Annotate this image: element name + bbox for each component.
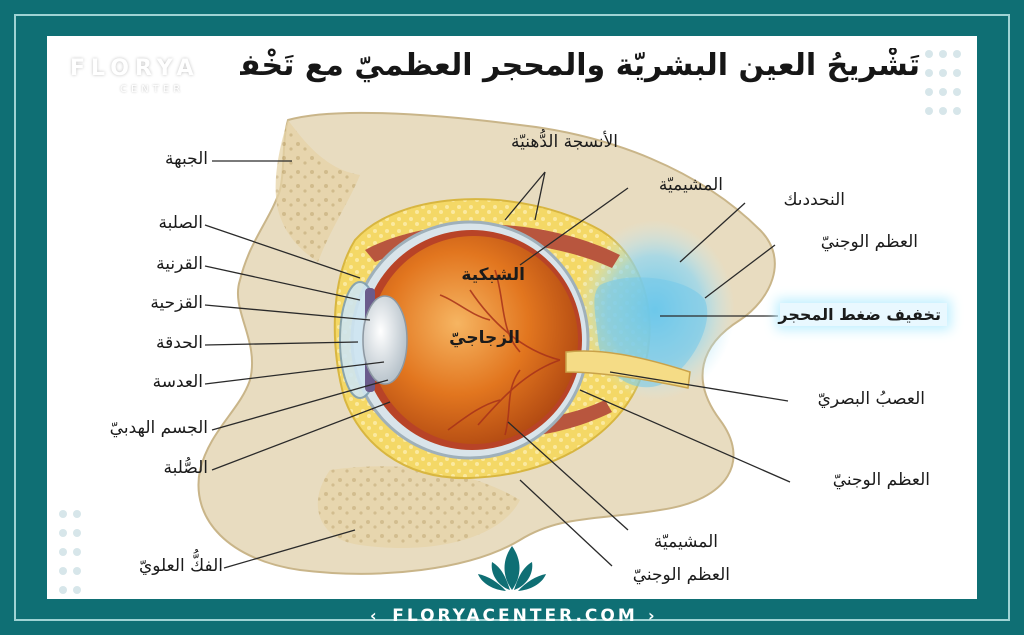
leader-zygomatic-top — [704, 244, 776, 299]
footer-website[interactable]: FLORYACENTER.COM — [392, 606, 638, 626]
forehead-bone — [275, 120, 360, 262]
footer-right-chevron-icon: › — [648, 606, 655, 625]
label-choroid-bottom: المشيميّة — [653, 532, 718, 552]
leader-zygomatic-bottom — [519, 479, 613, 567]
label-cornea: القرنية — [156, 254, 203, 274]
label-pupil: الحدقة — [155, 333, 203, 353]
label-sclera-top: الصلبة — [158, 213, 203, 233]
label-forehead: الجبهة — [165, 149, 208, 169]
outer-frame — [14, 14, 1010, 621]
leader-distorted — [679, 202, 746, 263]
leader-pupil — [204, 341, 359, 346]
label-ciliary-body: الجسم الهدبيّ — [109, 418, 208, 438]
label-fatty-tissue: الأنسجة الدُّهنيّة — [511, 132, 618, 152]
label-distorted-text: النحددىك — [783, 190, 845, 210]
footer-left-chevron-icon: ‹ — [370, 606, 377, 625]
leader-ciliary — [211, 379, 389, 431]
label-vitreous: الزجاجيّ — [449, 328, 520, 348]
maxilla-bone — [317, 466, 520, 548]
brand-logo: FLORYA — [70, 56, 200, 81]
decorative-dots-top — [922, 46, 972, 122]
leader-fat-b — [534, 171, 546, 221]
optic-nerve — [565, 350, 691, 389]
label-choroid-top: المشيميّة — [658, 175, 723, 195]
label-zygomatic-bottom: العظم الوجنيّ — [632, 565, 730, 585]
leader-optic — [609, 371, 789, 402]
retina-layer — [370, 236, 578, 444]
label-decompression: تخفيف ضغط المحجر — [778, 303, 947, 326]
leader-iris — [204, 304, 371, 321]
leader-lens — [204, 361, 385, 385]
leader-sclera-top — [204, 224, 361, 279]
label-maxilla: الفكُّ العلويّ — [138, 556, 223, 576]
label-lens: العدسة — [152, 372, 203, 392]
label-iris: القزحية — [150, 293, 203, 313]
label-zygomatic-mid: العظم الوجنيّ — [832, 470, 930, 490]
label-sclera-bottom: الصُّلبة — [163, 458, 208, 478]
leader-maxilla — [223, 529, 356, 569]
leader-fat-a — [504, 171, 546, 221]
retinal-vessels — [439, 269, 561, 436]
brand-logo-sub: CENTER — [120, 84, 185, 95]
leader-zygomatic-mid — [579, 389, 791, 483]
leader-choroid-bottom — [507, 421, 629, 531]
lens — [362, 295, 408, 385]
label-zygomatic-top: العظم الوجنيّ — [820, 232, 918, 252]
leader-choroid-top — [519, 187, 629, 266]
leader-sclera-bottom — [211, 401, 391, 471]
diagram-title: تَشْريحُ العين البشريّة والمحجر العظميّ … — [240, 48, 920, 83]
label-optic-nerve: العصبُ البصريّ — [817, 389, 925, 409]
decorative-dots-bottom — [56, 506, 96, 601]
leader-cornea — [204, 265, 361, 301]
label-retina: الشبكية — [461, 265, 525, 285]
lotus-logo-icon — [478, 546, 546, 591]
